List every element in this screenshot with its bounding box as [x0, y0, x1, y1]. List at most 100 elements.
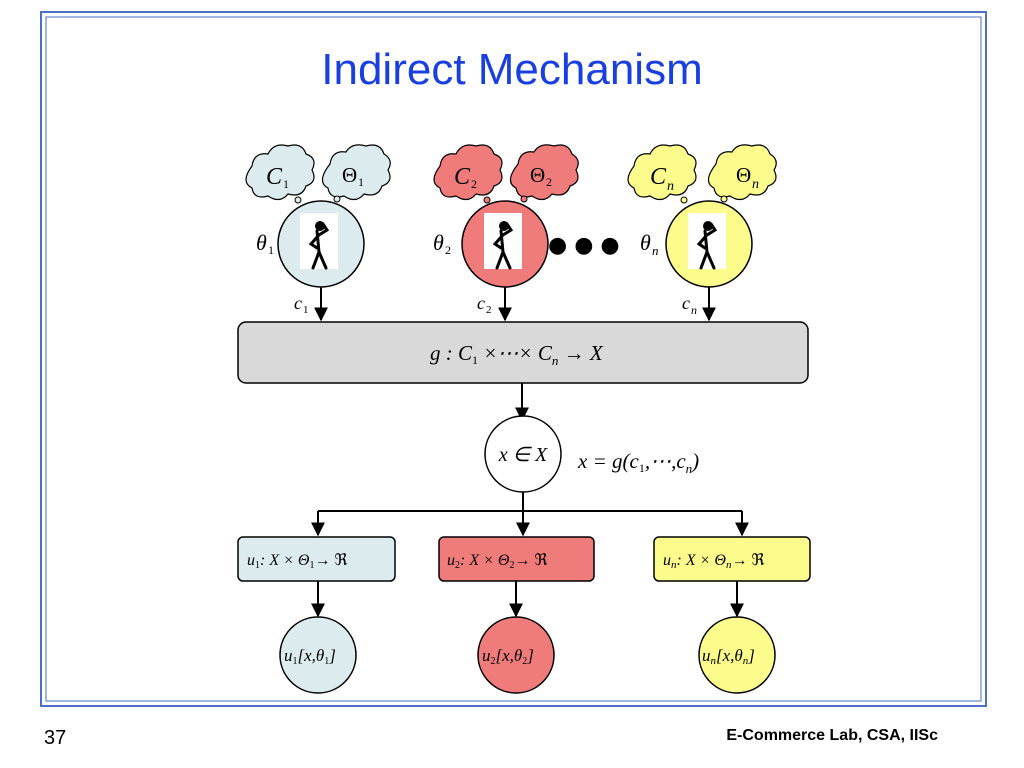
cloud-theta-n: Θ n [707, 144, 777, 210]
cloud-c-1-shape [245, 144, 315, 201]
payoff-2-close: ] [526, 646, 534, 665]
cloud-theta-1: Θ 1 [321, 144, 391, 210]
outcome-label: x ∈ X [498, 444, 548, 466]
utility-2-arrow: → ℜ [514, 552, 547, 569]
message-2-label: c [477, 293, 485, 313]
slide-frame-outer [40, 11, 987, 707]
payoff-1-close: ] [328, 646, 336, 665]
agents-ellipsis: ● ● ● [548, 233, 620, 258]
cloud-c-1-subscript: 1 [283, 177, 289, 191]
cloud-c-2-shape [433, 144, 503, 201]
payoff-2-theta: θ [514, 646, 522, 665]
payoff-2-open: [x, [496, 646, 514, 665]
cloud-c-1: C 1 [245, 144, 315, 211]
footer-lab-name: E-Commerce Lab, CSA, IISc [726, 727, 938, 744]
thought-dot [680, 196, 688, 204]
payoff-n: un[x,θn] [698, 616, 776, 694]
utility-n-text: un: X × Θn→ ℜ [663, 552, 764, 571]
outcome-eq-prefix: x = g(c [577, 449, 639, 473]
mechanism-middle: ×⋯× C [478, 341, 553, 365]
cloud-theta-1-letter: Θ [342, 163, 357, 187]
utility-1-u: u [247, 552, 255, 569]
utility-2-u: u [447, 552, 455, 569]
cloud-c-2: C 2 [433, 144, 503, 211]
agent-1: C 1 Θ 1 θ 1 c 1 [245, 144, 391, 322]
utility-n-sub: n [671, 559, 677, 571]
utility-1-rest: : X × Θ [260, 552, 310, 569]
agent-2-type-subscript: 2 [445, 243, 451, 257]
payoff-1: u1[x,θ1] [279, 616, 357, 694]
payoff-2-theta-sub: 2 [522, 656, 527, 667]
message-n-label: c [682, 293, 690, 313]
message-1-subscript: 1 [303, 304, 309, 316]
outcome-eq-sub1: 1 [639, 461, 645, 475]
utility-1-text: u1: X × Θ1→ ℜ [247, 552, 347, 571]
cloud-theta-2-subscript: 2 [546, 175, 552, 189]
page-number: 37 [44, 727, 66, 749]
message-1-label: c [294, 293, 302, 313]
utility-box-n-shape [653, 536, 811, 582]
cloud-theta-2-letter: Θ [530, 163, 545, 187]
payoff-2-text: u2[x,θ2] [482, 646, 534, 667]
cloud-c-n-subscript: n [667, 179, 674, 194]
payoff-n-sub: n [711, 655, 717, 667]
agent-n-type-label: θ [640, 230, 651, 255]
outcome-equation: x = g(c1,⋯,cn) [577, 449, 699, 476]
cloud-c-n-shape [627, 144, 697, 201]
utility-box-1-shape [237, 536, 396, 582]
mechanism-prefix: g : C [430, 341, 473, 365]
payoff-n-close: ] [747, 646, 755, 665]
payoff-1-text: u1[x,θ1] [284, 646, 336, 667]
slide-frame-inner [45, 16, 982, 702]
thought-dot [333, 195, 341, 203]
mechanism-subscript-n: n [552, 353, 559, 368]
mechanism-subscript-1: 1 [472, 353, 478, 367]
payoff-1-circle [279, 616, 357, 694]
agent-n-type-subscript: n [652, 243, 659, 258]
payoff-1-sub: 1 [293, 656, 298, 667]
payoff-2-sub: 2 [491, 656, 496, 667]
agent-1-type-label: θ [256, 230, 267, 255]
cloud-c-n: C n [627, 144, 697, 211]
payoff-1-theta: θ [316, 646, 324, 665]
message-n-subscript: n [691, 303, 697, 317]
payoff-2: u2[x,θ2] [477, 616, 555, 694]
utility-2-rest: : X × Θ [460, 552, 510, 569]
outcome-eq-middle: ,⋯,c [645, 449, 687, 473]
agent-2: C 2 Θ 2 θ 2 c 2 [433, 144, 579, 322]
payoff-n-u: u [702, 646, 711, 665]
utility-1-theta-sub: 1 [309, 560, 314, 571]
utility-n-arrow: → ℜ [731, 552, 764, 569]
cloud-c-2-subscript: 2 [471, 177, 477, 191]
agent-2-type-label: θ [433, 230, 444, 255]
payoff-1-open: [x, [298, 646, 316, 665]
agent-n: C n Θ n θ n c n [627, 144, 777, 322]
cloud-theta-1-subscript: 1 [358, 175, 364, 189]
utility-2-sub: 2 [455, 560, 460, 571]
cloud-theta-2: Θ 2 [509, 144, 579, 210]
agent-1-type-subscript: 1 [268, 243, 274, 257]
utility-1-sub: 1 [255, 560, 260, 571]
mechanism-function: g : C1 ×⋯× Cn → X [430, 341, 604, 368]
payoff-1-u: u [284, 646, 293, 665]
cloud-c-1-letter: C [266, 164, 283, 190]
thought-dot [720, 195, 728, 203]
utility-n-rest: : X × Θ [677, 552, 727, 569]
payoff-1-theta-sub: 1 [324, 656, 329, 667]
payoff-n-theta: θ [734, 646, 742, 665]
thought-dot [520, 195, 528, 203]
mechanism-suffix: → X [558, 341, 604, 365]
payoff-n-theta-sub: n [743, 655, 749, 667]
payoff-2-circle [477, 616, 555, 694]
payoff-2-u: u [482, 646, 491, 665]
slide-title: Indirect Mechanism [321, 45, 702, 94]
cloud-c-n-letter: C [650, 164, 667, 190]
cloud-theta-n-shape [707, 144, 777, 201]
cloud-c-2-letter: C [454, 164, 471, 190]
cloud-theta-2-shape [509, 144, 579, 201]
outcome-eq-suffix: ) [691, 449, 699, 473]
utility-1-arrow: → ℜ [314, 552, 347, 569]
utility-box-2: u2: X × Θ2→ ℜ [438, 536, 595, 582]
